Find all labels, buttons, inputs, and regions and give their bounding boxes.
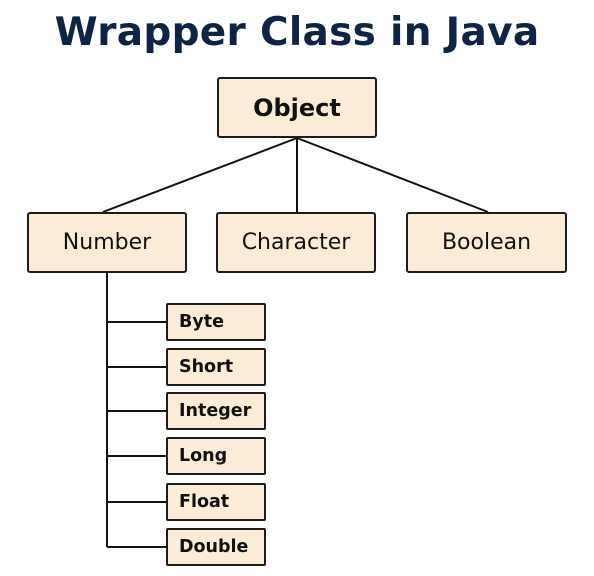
node-object: Object [217, 77, 377, 138]
diagram-title: Wrapper Class in Java [54, 10, 540, 55]
node-byte: Byte [166, 303, 266, 341]
node-integer: Integer [166, 392, 266, 430]
node-long: Long [166, 437, 266, 475]
node-number: Number [27, 212, 187, 273]
node-character: Character [216, 212, 376, 273]
node-boolean: Boolean [406, 212, 567, 273]
node-short: Short [166, 348, 266, 386]
connector-object-to-boolean [296, 137, 489, 213]
node-double: Double [166, 528, 266, 566]
connector-object-to-number [102, 137, 298, 213]
node-float: Float [166, 483, 266, 521]
